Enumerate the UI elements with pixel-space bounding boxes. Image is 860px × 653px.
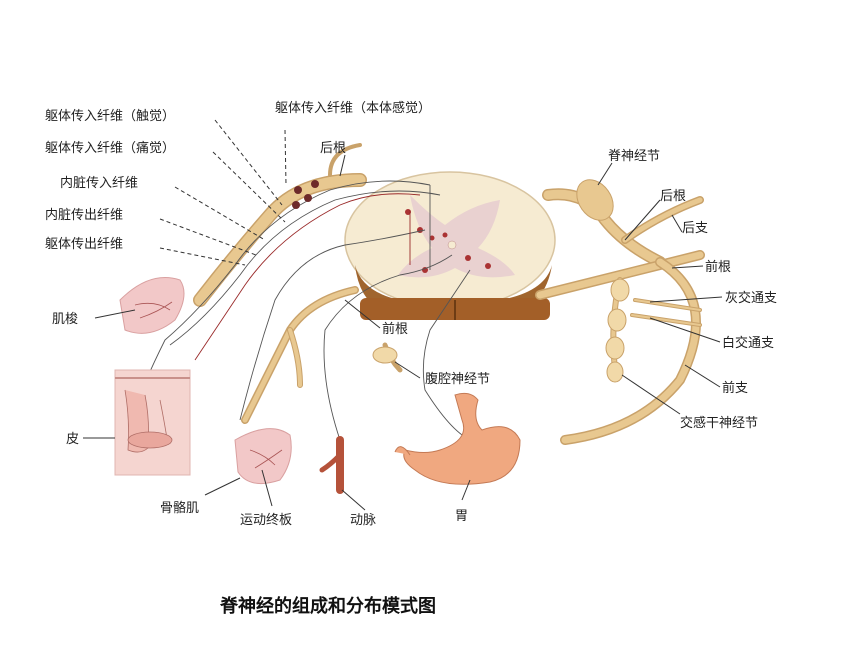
label-ventral-branch: 前支 [722,380,748,396]
label-artery: 动脉 [350,513,376,528]
skin-tissue [114,369,191,476]
label-somatic-efferent: 躯体传出纤维 [45,236,123,252]
label-dorsal-root-right: 后根 [660,189,686,204]
spinal-cord-section [344,171,556,320]
label-white-ramus: 白交通支 [722,335,774,351]
label-stomach: 胃 [455,509,468,524]
label-gray-ramus: 灰交通支 [725,290,777,306]
label-dorsal-root-top: 后根 [320,141,346,156]
nerve-fibers [139,180,471,441]
stomach-organ [394,392,521,485]
text-labels: 躯体传入纤维（触觉） 躯体传入纤维（痛觉） 躯体传入纤维（本体感觉） 内脏传入纤… [45,100,777,617]
label-somatic-afferent-pain: 躯体传入纤维（痛觉） [45,140,175,156]
label-visceral-afferent: 内脏传入纤维 [60,175,138,191]
artery-tissue [319,436,344,494]
label-somatic-afferent-touch: 躯体传入纤维（触觉） [45,108,175,124]
label-ventral-root-center: 前根 [382,321,408,337]
diagram-caption: 脊神经的组成和分布模式图 [219,595,436,617]
label-dorsal-branch: 后支 [682,221,708,236]
label-skeletal-muscle: 骨骼肌 [160,500,199,516]
label-celiac-ganglion: 腹腔神经节 [425,371,490,387]
skeletal-muscle-tissue [234,428,292,485]
label-visceral-efferent: 内脏传出纤维 [45,207,123,223]
nerve-trunks [193,143,705,445]
label-spinal-ganglion: 脊神经节 [608,149,660,164]
leader-lines [83,119,723,511]
label-muscle-spindle: 肌梭 [52,311,78,327]
label-motor-endplate: 运动终板 [240,512,292,528]
label-somatic-afferent-proprio: 躯体传入纤维（本体感觉） [275,100,431,116]
muscle-spindle-tissue [119,277,185,334]
label-skin: 皮 [66,432,79,447]
label-sympathetic-ganglion: 交感干神经节 [680,415,758,431]
label-ventral-root-right: 前根 [705,259,731,275]
